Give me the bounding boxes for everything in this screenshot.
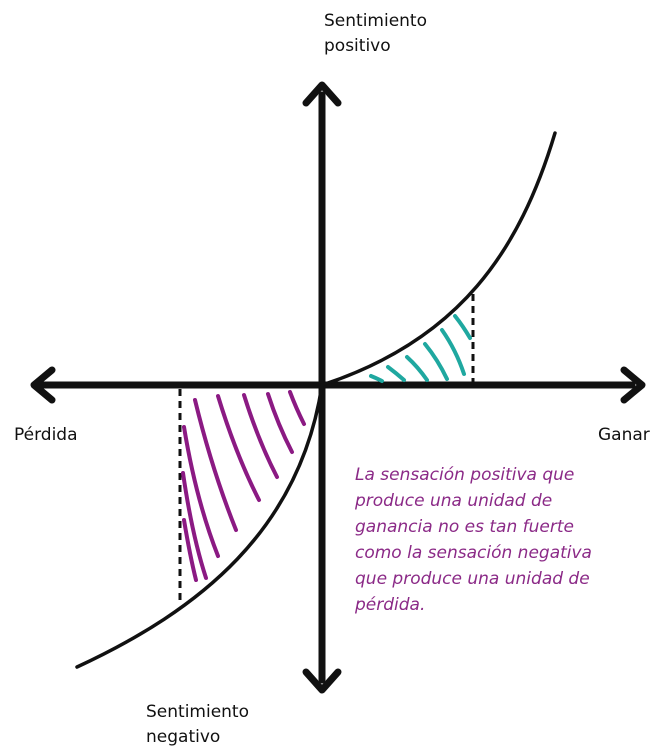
gain-hatch-stroke xyxy=(369,374,384,383)
gain-hatch-stroke xyxy=(440,328,466,376)
annotation-line: que produce una unidad de xyxy=(355,569,590,589)
axis-label-bottom: Sentimiento negativo xyxy=(146,700,249,750)
annotation-line: ganancia no es tan fuerte xyxy=(355,517,574,537)
value-curve xyxy=(75,131,557,669)
loss-hatch-stroke xyxy=(216,394,261,502)
gain-area-hatch xyxy=(369,314,472,383)
vertical-axis-top-arrowhead xyxy=(302,81,342,107)
loss-hatch-stroke xyxy=(242,393,279,479)
loss-hatch-stroke xyxy=(182,518,198,582)
loss-hatch-stroke xyxy=(193,398,238,532)
gain-hatch-stroke xyxy=(386,365,406,382)
annotation-line: La sensación positiva que xyxy=(355,465,575,485)
axis-label-bottom-line2: negativo xyxy=(146,727,221,747)
loss-hatch-stroke xyxy=(288,390,306,426)
gain-hatch-stroke xyxy=(423,342,449,381)
gain-hatch-stroke xyxy=(453,314,472,340)
loss-hatch-stroke xyxy=(181,471,208,580)
axis-label-top-line2: positivo xyxy=(324,36,391,56)
loss-area-hatch xyxy=(181,390,306,582)
axis-label-right: Ganar xyxy=(598,425,650,445)
axis-label-top-line1: Sentimiento xyxy=(324,11,427,31)
loss-hatch-stroke xyxy=(266,392,294,454)
annotation-line: pérdida. xyxy=(355,595,426,615)
axis-label-left: Pérdida xyxy=(14,425,78,445)
loss-hatch-stroke xyxy=(182,425,220,558)
horizontal-axis-right-arrowhead xyxy=(620,366,646,404)
axis-label-bottom-line1: Sentimiento xyxy=(146,702,249,722)
annotation-line: produce una unidad de xyxy=(355,491,553,511)
horizontal-axis-left-arrowhead xyxy=(30,366,56,404)
vertical-axis-bottom-arrowhead xyxy=(302,668,342,694)
gain-hatch-stroke xyxy=(405,355,429,382)
axis-label-top: Sentimiento positivo xyxy=(324,9,427,59)
annotation-line: como la sensación negativa xyxy=(355,543,592,563)
annotation-text: La sensación positiva que produce una un… xyxy=(355,462,655,618)
